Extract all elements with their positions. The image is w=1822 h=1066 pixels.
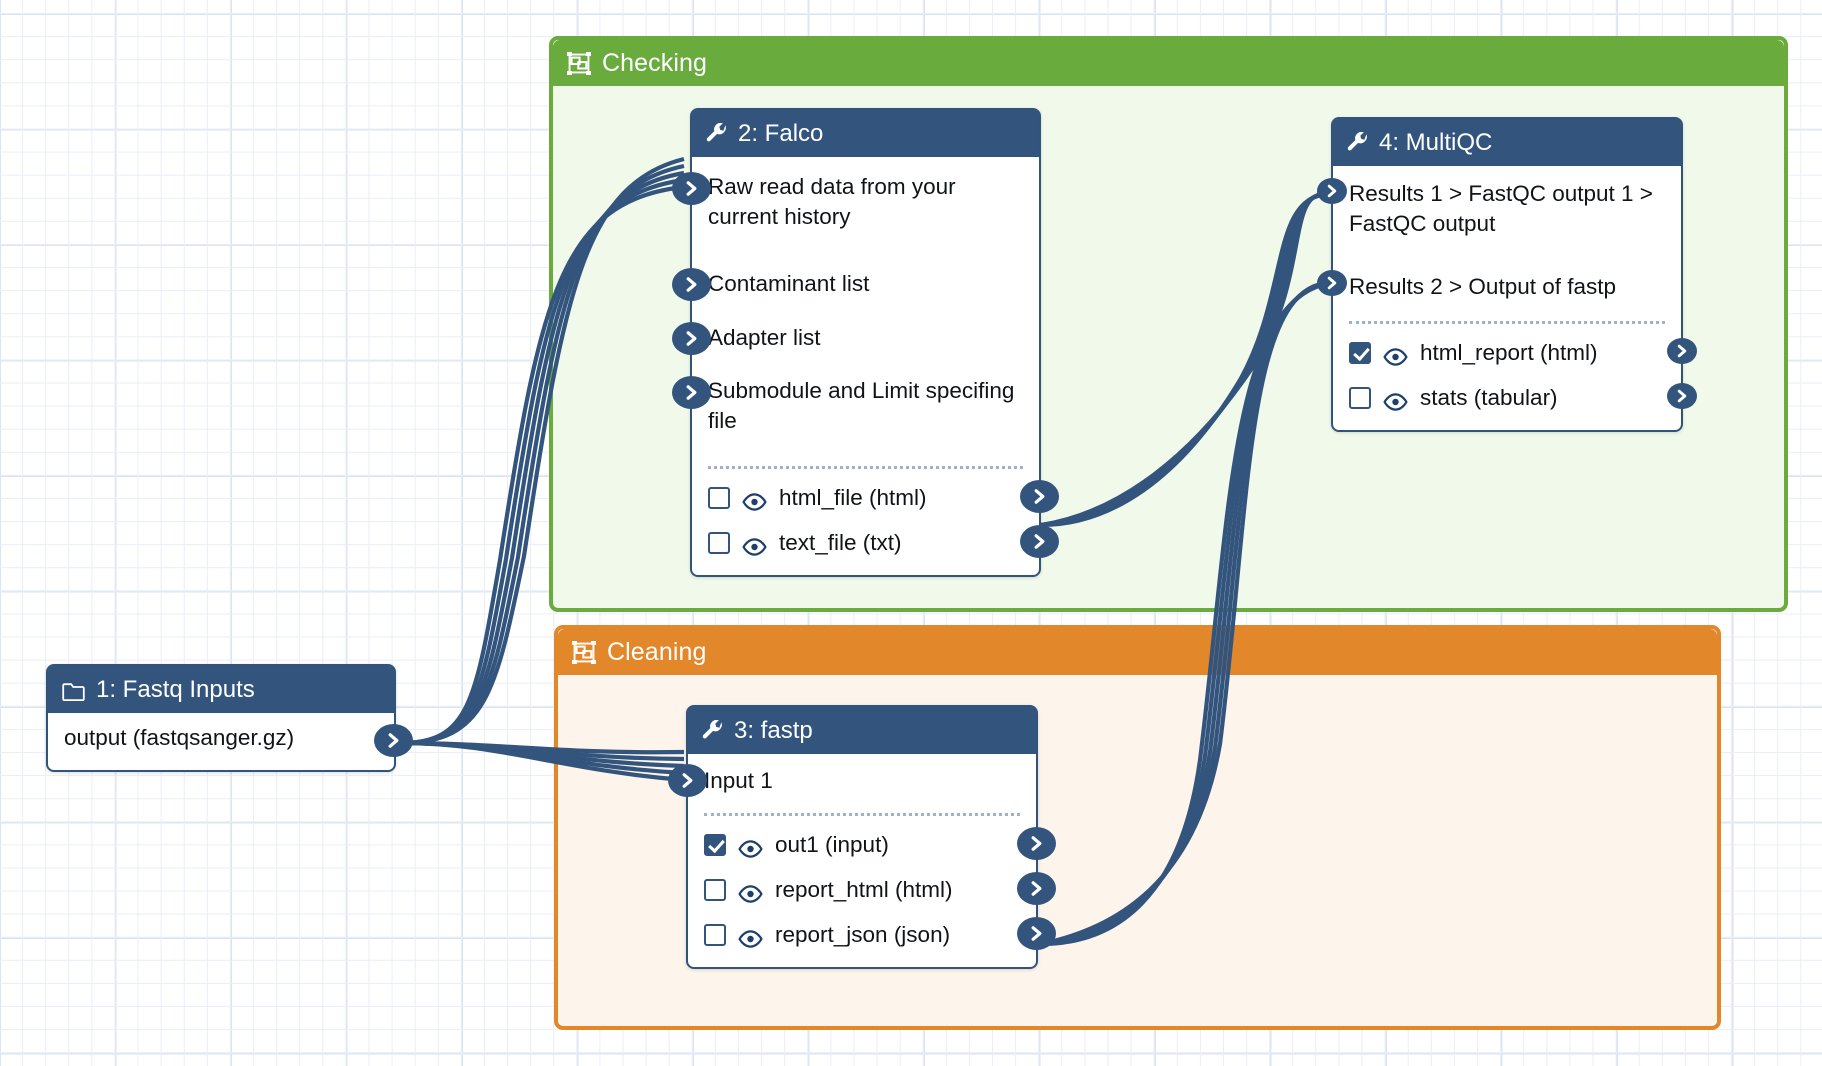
node-title-fastq-inputs: 1: Fastq Inputs [96, 675, 255, 703]
node-divider [708, 466, 1023, 469]
workflow-node-falco[interactable]: 2: Falco Raw read data from your current… [672, 108, 1059, 577]
workflow-node-fastq-inputs[interactable]: 1: Fastq Inputs output (fastqsanger.gz) [46, 664, 413, 772]
output-row-html-file[interactable]: html_file (html) [692, 475, 1059, 520]
output-checkbox-out1[interactable] [704, 833, 726, 856]
group-header-checking[interactable]: Checking [553, 40, 1784, 86]
group-title-cleaning: Cleaning [607, 637, 707, 666]
input-label: Contaminant list [708, 271, 870, 297]
output-label: text_file (txt) [779, 529, 902, 555]
output-label: out1 (input) [775, 831, 889, 857]
node-header-falco[interactable]: 2: Falco [692, 110, 1039, 157]
wrench-icon [1347, 131, 1368, 153]
output-row-out1[interactable]: out1 (input) [688, 822, 1056, 867]
output-row-report-html[interactable]: report_html (html) [688, 867, 1056, 912]
node-body-falco: Raw read data from your current history … [672, 157, 1059, 575]
folder-icon [62, 680, 85, 702]
node-body-multiqc: Results 1 > FastQC output 1 > FastQC out… [1317, 166, 1697, 430]
input-row-results-1[interactable]: Results 1 > FastQC output 1 > FastQC out… [1317, 168, 1681, 260]
node-title-multiqc: 4: MultiQC [1379, 128, 1493, 156]
output-terminal-stats[interactable] [1667, 383, 1697, 409]
node-header-multiqc[interactable]: 4: MultiQC [1333, 119, 1681, 166]
output-checkbox-report-html[interactable] [704, 878, 726, 901]
node-header-fastp[interactable]: 3: fastp [688, 707, 1036, 754]
output-checkbox-text-file[interactable] [708, 531, 730, 554]
input-row-input-1[interactable]: Input 1 [668, 756, 1036, 806]
input-terminal-raw-read-data[interactable] [672, 172, 711, 205]
input-label: Input 1 [704, 768, 773, 794]
output-label: output (fastqsanger.gz) [64, 724, 295, 750]
input-row-adapter-list[interactable]: Adapter list [672, 311, 1039, 365]
output-label: stats (tabular) [1420, 384, 1558, 410]
output-row-text-file[interactable]: text_file (txt) [692, 520, 1059, 565]
eye-icon[interactable] [742, 534, 767, 556]
workflow-node-multiqc[interactable]: 4: MultiQC Results 1 > FastQC output 1 >… [1317, 117, 1697, 432]
input-row-results-2[interactable]: Results 2 > Output of fastp [1317, 260, 1681, 314]
input-label: Adapter list [708, 325, 821, 351]
group-title-checking: Checking [602, 48, 708, 77]
output-label: html_file (html) [779, 484, 927, 510]
output-terminal-output[interactable] [374, 724, 413, 757]
object-group-icon [567, 51, 591, 75]
node-header-fastq-inputs[interactable]: 1: Fastq Inputs [48, 666, 394, 713]
node-body-fastq-inputs: output (fastqsanger.gz) [48, 713, 413, 770]
eye-icon[interactable] [738, 836, 763, 858]
input-row-submodule-limit[interactable]: Submodule and Limit specifing file [672, 365, 1039, 459]
output-checkbox-html-file[interactable] [708, 486, 730, 509]
output-checkbox-stats[interactable] [1349, 386, 1371, 409]
output-checkbox-report-json[interactable] [704, 923, 726, 946]
node-divider [1349, 321, 1665, 324]
node-divider [704, 813, 1020, 816]
output-terminal-report-html[interactable] [1017, 872, 1056, 905]
input-terminal-results-2[interactable] [1317, 270, 1347, 296]
node-body-fastp: Input 1 out1 (input) [668, 754, 1056, 967]
output-row-output[interactable]: output (fastqsanger.gz) [48, 715, 413, 760]
node-title-falco: 2: Falco [738, 119, 824, 147]
object-group-icon [572, 640, 596, 664]
output-checkbox-html-report[interactable] [1349, 341, 1371, 364]
wrench-icon [702, 719, 723, 741]
input-terminal-submodule-limit[interactable] [672, 376, 711, 409]
output-label: report_html (html) [775, 876, 953, 902]
group-header-cleaning[interactable]: Cleaning [558, 629, 1717, 675]
output-row-stats[interactable]: stats (tabular) [1333, 375, 1697, 420]
wrench-icon [706, 122, 727, 144]
output-terminal-report-json[interactable] [1017, 917, 1056, 950]
input-terminal-input-1[interactable] [668, 764, 707, 797]
workflow-node-fastp[interactable]: 3: fastp Input 1 out1 (input) [668, 705, 1056, 969]
input-row-raw-read-data[interactable]: Raw read data from your current history [672, 159, 1039, 257]
input-terminal-results-1[interactable] [1317, 178, 1347, 204]
output-label: report_json (json) [775, 921, 951, 947]
eye-icon[interactable] [1383, 344, 1408, 366]
output-label: html_report (html) [1420, 339, 1598, 365]
input-terminal-adapter-list[interactable] [672, 322, 711, 355]
eye-icon[interactable] [738, 926, 763, 948]
input-label: Results 1 > FastQC output 1 > FastQC out… [1349, 181, 1653, 236]
output-terminal-html-file[interactable] [1020, 480, 1059, 513]
input-row-contaminant-list[interactable]: Contaminant list [672, 257, 1039, 311]
eye-icon[interactable] [742, 489, 767, 511]
input-label: Raw read data from your current history [708, 174, 956, 229]
output-terminal-text-file[interactable] [1020, 525, 1059, 558]
eye-icon[interactable] [1383, 389, 1408, 411]
node-title-fastp: 3: fastp [734, 716, 813, 744]
output-row-report-json[interactable]: report_json (json) [688, 912, 1056, 957]
output-terminal-html-report[interactable] [1667, 338, 1697, 364]
input-label: Results 2 > Output of fastp [1349, 274, 1617, 300]
input-label: Submodule and Limit specifing file [708, 378, 1015, 433]
output-row-html-report[interactable]: html_report (html) [1333, 330, 1697, 375]
output-terminal-out1[interactable] [1017, 827, 1056, 860]
eye-icon[interactable] [738, 881, 763, 903]
input-terminal-contaminant-list[interactable] [672, 268, 711, 301]
